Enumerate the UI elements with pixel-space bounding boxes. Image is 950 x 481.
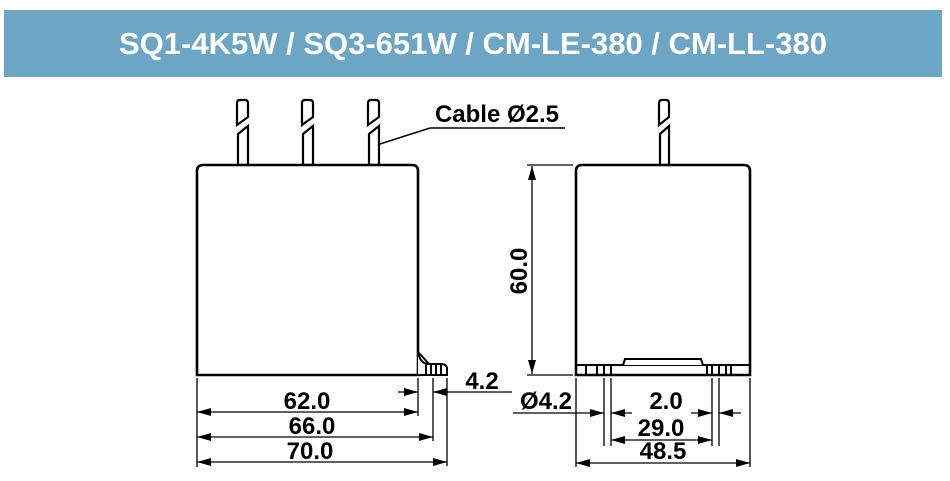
cable-leader-line xyxy=(379,127,565,145)
side-body xyxy=(574,163,752,377)
side-base-flange xyxy=(576,358,750,375)
front-dimensions xyxy=(196,378,512,467)
dim-hole-dia: Ø4.2 xyxy=(520,388,572,415)
cable-pins-front xyxy=(235,98,381,167)
cable-callout: Cable Ø2.5 xyxy=(379,101,565,145)
cable-pin-side xyxy=(657,98,671,167)
dim-width-70: 70.0 xyxy=(287,438,334,465)
side-dimension-labels: 60.0 Ø4.2 2.0 29.0 48.5 xyxy=(506,248,686,465)
page-title: SQ1-4K5W / SQ3-651W / CM-LE-380 / CM-LL-… xyxy=(119,25,827,61)
dim-slot-2: 2.0 xyxy=(649,388,682,415)
dim-foot-offset: 4.2 xyxy=(465,368,498,395)
dim-width-48: 48.5 xyxy=(640,438,687,465)
front-dimension-labels: 4.2 62.0 66.0 70.0 xyxy=(284,368,499,465)
dim-width-66: 66.0 xyxy=(289,413,336,440)
dim-spacing-29: 29.0 xyxy=(638,415,685,442)
dim-height-60: 60.0 xyxy=(506,248,533,295)
front-view xyxy=(195,98,448,377)
cable-label: Cable Ø2.5 xyxy=(435,101,559,128)
side-dimensions xyxy=(513,164,751,467)
front-body xyxy=(195,163,420,377)
dim-width-62: 62.0 xyxy=(284,388,331,415)
front-mounting-foot xyxy=(417,350,448,376)
header-bar: SQ1-4K5W / SQ3-651W / CM-LE-380 / CM-LL-… xyxy=(4,10,942,77)
side-view xyxy=(574,98,752,377)
